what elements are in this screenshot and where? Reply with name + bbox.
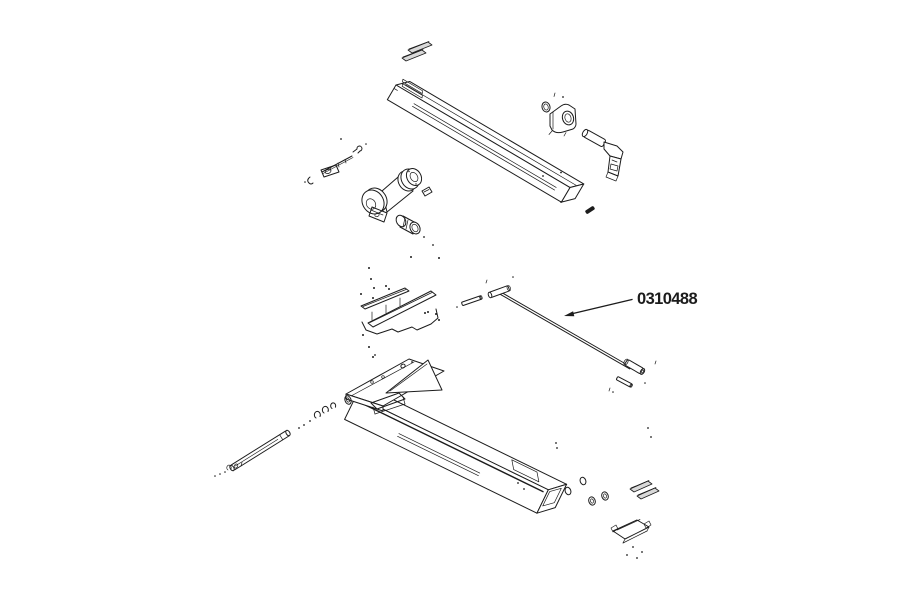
o-ring	[541, 101, 551, 113]
roller-cylinder	[395, 214, 421, 235]
fastener-ticks-top	[553, 92, 564, 98]
o-ring-inner	[543, 103, 549, 111]
part-callout: 0310488	[564, 290, 698, 317]
dots-beam-end	[517, 427, 652, 490]
support-rod	[214, 429, 291, 477]
beam-rivet-dots	[542, 171, 562, 177]
arrowhead	[564, 311, 575, 317]
frame-hardware-left	[298, 395, 352, 429]
frame-mount-plate	[345, 354, 445, 415]
latch-assembly	[304, 138, 367, 185]
roll-pin	[585, 206, 595, 214]
small-plate	[421, 186, 433, 197]
fastener-dots-bracket	[360, 256, 440, 358]
dot	[560, 201, 562, 203]
wear-pad-strips-top	[401, 41, 433, 62]
bottom-bracket-plate	[610, 519, 652, 544]
pivot-bracket	[548, 103, 577, 137]
dots-bottom-bracket	[626, 546, 643, 559]
upper-beam-tube	[386, 78, 585, 203]
washer-rings	[564, 476, 609, 506]
winch-drum-assembly	[361, 167, 423, 223]
wear-pad-strips-bottom	[629, 480, 660, 500]
part-number-label: 0310488	[637, 290, 697, 308]
dots-under-roller	[423, 236, 434, 246]
tie-rod-part	[456, 276, 657, 393]
crank-handle	[581, 128, 624, 182]
leader-line	[572, 298, 633, 315]
main-frame-beam	[344, 389, 568, 514]
mount-rail-bracket	[360, 287, 439, 335]
